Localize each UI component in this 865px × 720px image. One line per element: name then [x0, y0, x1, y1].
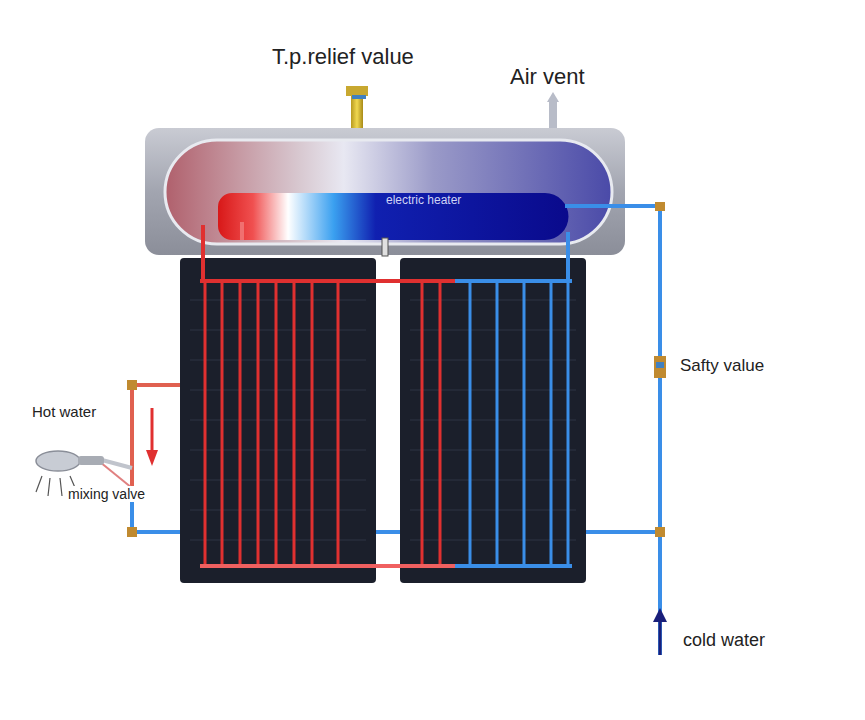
- valve-label: Safty value: [680, 356, 764, 376]
- valve-label: mixing valve: [66, 486, 147, 502]
- vent-label: Air vent: [510, 64, 585, 89]
- pipe-label: Hot water: [30, 403, 98, 420]
- valve-label: T.p.relief value: [272, 44, 414, 69]
- heater-label: electric heater: [386, 194, 461, 208]
- inlet-label: cold water: [683, 630, 765, 651]
